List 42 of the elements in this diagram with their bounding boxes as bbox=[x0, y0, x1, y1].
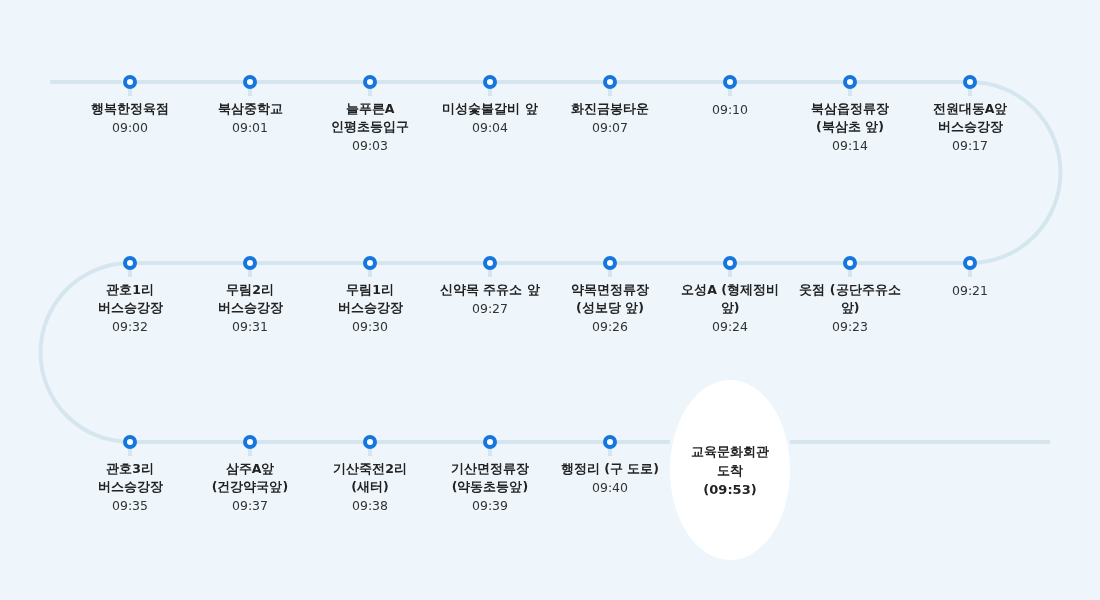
stop-time: 09:14 bbox=[832, 137, 868, 155]
stop-name: 오성A (형제정비 앞) bbox=[680, 281, 780, 317]
stop-time: 09:35 bbox=[112, 497, 148, 515]
stop-name: 미성숯불갈비 앞 bbox=[442, 100, 538, 118]
stop-name: 관호1리 버스승강장 bbox=[96, 281, 164, 317]
stop-name: 행복한정육점 bbox=[91, 100, 169, 118]
stop-name: 웃점 (공단주유소 앞) bbox=[798, 281, 902, 317]
stop-time: 09:23 bbox=[832, 318, 868, 336]
stop-name: 기산면정류장 (약동초등앞) bbox=[450, 460, 530, 496]
stop-name: 행정리 (구 도로) bbox=[560, 460, 660, 478]
stop-time: 09:37 bbox=[232, 497, 268, 515]
stop-time: 09:26 bbox=[592, 318, 628, 336]
stop-time: 09:24 bbox=[712, 318, 748, 336]
stop-time: 09:30 bbox=[352, 318, 388, 336]
stop-name: 화진금봉타운 bbox=[571, 100, 649, 118]
destination-text: 교육문화회관 도착 bbox=[690, 442, 770, 480]
stop-time: 09:27 bbox=[472, 300, 508, 318]
stop-time: 09:04 bbox=[472, 119, 508, 137]
stop-time: 09:17 bbox=[952, 137, 988, 155]
stop-time: 09:10 bbox=[712, 101, 748, 119]
stop-name: 북삼중학교 bbox=[217, 100, 283, 118]
stop-time: 09:03 bbox=[352, 137, 388, 155]
stop-time: 09:01 bbox=[232, 119, 268, 137]
stop-name: 기산죽전2리 (새터) bbox=[332, 460, 408, 496]
stop-time: 09:40 bbox=[592, 479, 628, 497]
destination-text: (09:53) bbox=[702, 480, 758, 499]
stop-name: 관호3리 버스승강장 bbox=[96, 460, 164, 496]
stop-name: 늘푸른A 인평초등입구 bbox=[330, 100, 410, 136]
stop-time: 09:00 bbox=[112, 119, 148, 137]
stop-name: 약목면정류장 (성보당 앞) bbox=[570, 281, 650, 317]
stop-name: 무림2리 버스승강장 bbox=[216, 281, 284, 317]
stop-time: 09:38 bbox=[352, 497, 388, 515]
stop-time: 09:31 bbox=[232, 318, 268, 336]
stop-name: 신약목 주유소 앞 bbox=[440, 281, 540, 299]
stop-name: 무림1리 버스승강장 bbox=[336, 281, 404, 317]
stop-time: 09:07 bbox=[592, 119, 628, 137]
stop-name: 북삼읍정류장 (북삼초 앞) bbox=[810, 100, 890, 136]
stop-name: 전원대동A앞 버스승강장 bbox=[931, 100, 1009, 136]
stop-time: 09:39 bbox=[472, 497, 508, 515]
stop-time: 09:21 bbox=[952, 282, 988, 300]
stop-time: 09:32 bbox=[112, 318, 148, 336]
stop-name: 삼주A앞 (건강약국앞) bbox=[210, 460, 290, 496]
